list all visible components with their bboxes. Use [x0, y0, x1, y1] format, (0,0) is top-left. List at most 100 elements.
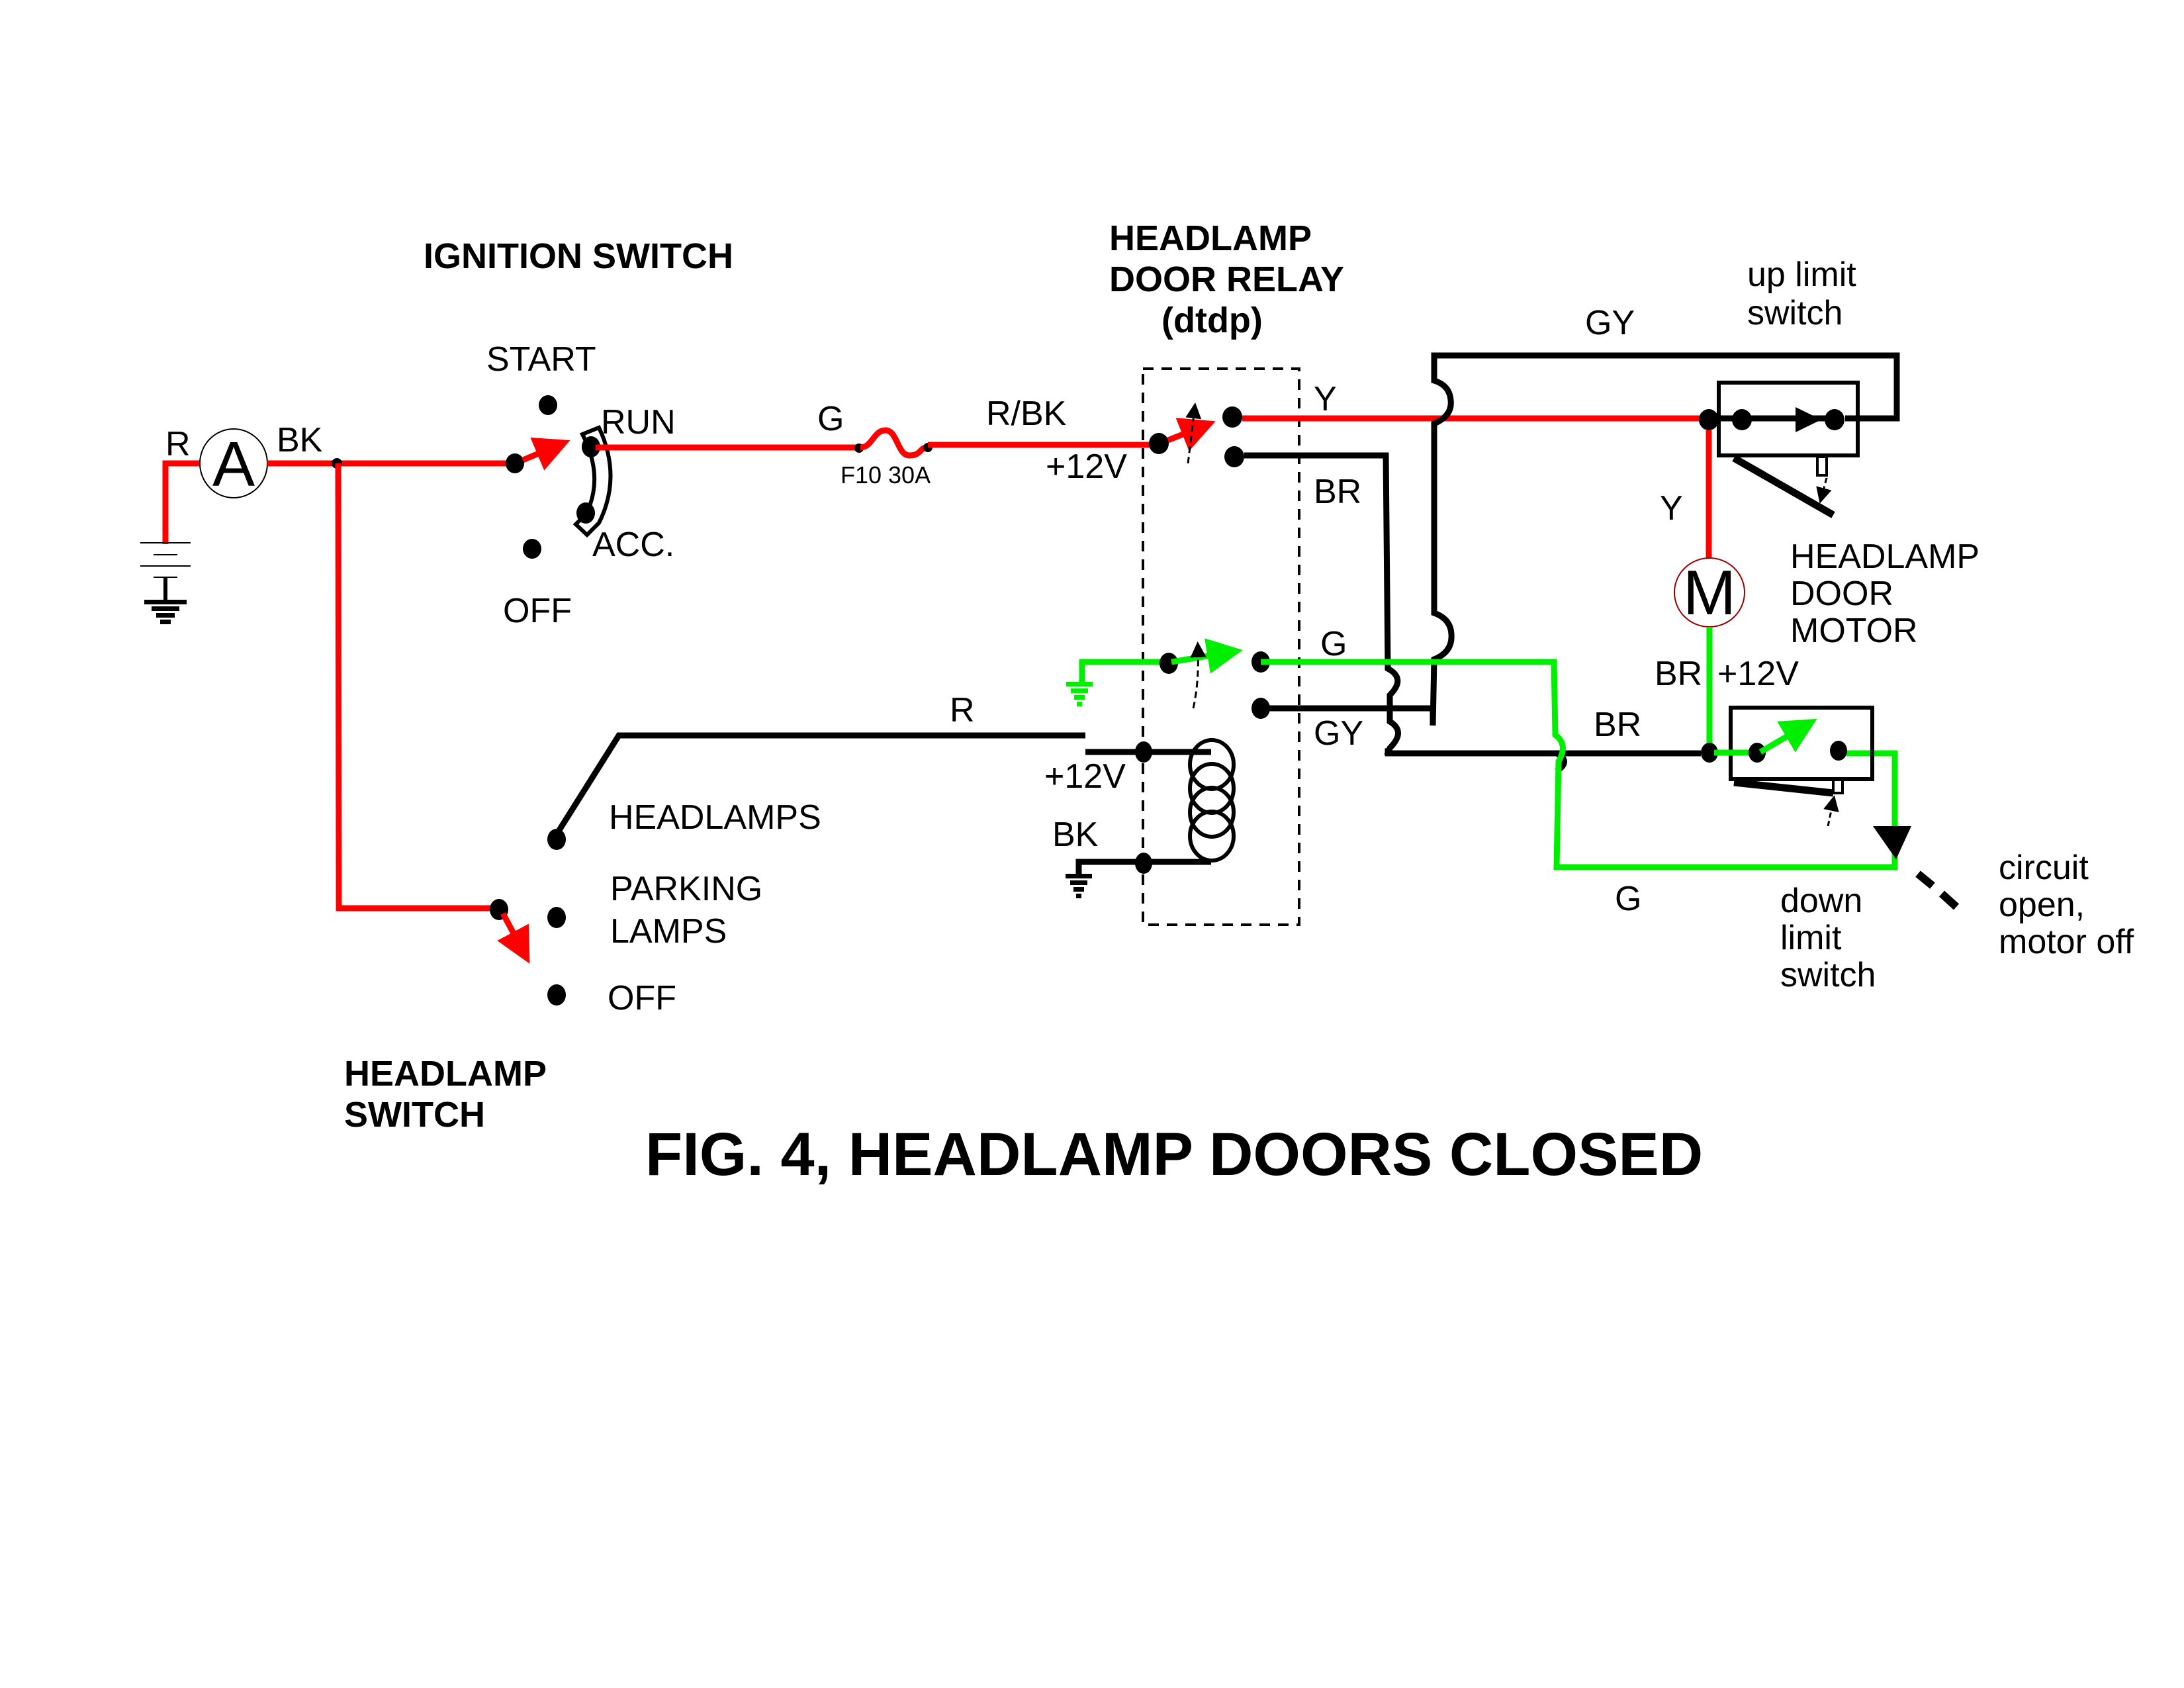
- headlamp-switch-arm: [497, 912, 530, 964]
- ignition-common-contact: [506, 453, 524, 473]
- up-limit-switch: up limit switch: [1699, 256, 1860, 518]
- headlamp-switch-to-coil-wire: [553, 732, 1085, 837]
- ignition-off-contact: [523, 539, 541, 559]
- headlamp-door-relay: HEADLAMP DOOR RELAY (dtdp): [1044, 218, 1344, 926]
- relay-pole1-common: [1149, 433, 1169, 454]
- relay-pole2-ground-wire: [1079, 659, 1165, 682]
- up-limit-contact-a: [1732, 409, 1752, 430]
- down-limit-label-line2: limit: [1780, 919, 1842, 957]
- up-limit-plunger: [1816, 455, 1828, 477]
- fuse-label: F10 30A: [841, 461, 931, 489]
- relay-pole2-nc-contact: [1251, 698, 1270, 719]
- fuse-out-wire-label: R/BK: [986, 395, 1067, 433]
- ignition-position-run: RUN: [601, 403, 676, 442]
- headlamp-switch-position-lamps: LAMPS: [610, 912, 727, 951]
- fuse-f10: F10 30A: [841, 427, 933, 489]
- down-limit-switch-body: [1729, 706, 1874, 781]
- motor-bottom-voltage-label: +12V: [1717, 655, 1799, 693]
- relay-g-wire-label: G: [1320, 625, 1347, 663]
- battery-ground-group: R A BK: [140, 421, 323, 624]
- up-limit-lever: [1732, 455, 1835, 518]
- relay-heading-line1: HEADLAMP: [1109, 218, 1312, 258]
- annotation-line3: motor off: [1999, 923, 2134, 961]
- relay-g-output-wire: [1261, 659, 1898, 870]
- relay-gy-output-wire: [1264, 705, 1436, 726]
- ammeter-icon: A: [199, 428, 268, 500]
- up-limit-label-line2: switch: [1747, 294, 1843, 332]
- ignition-output-wire-label: G: [817, 400, 844, 438]
- motor-bottom-wire-label: BR: [1655, 655, 1702, 693]
- relay-common-voltage-label: +12V: [1046, 447, 1127, 486]
- ignition-position-off: OFF: [503, 592, 572, 630]
- relay-heading-line3: (dtdp): [1161, 301, 1263, 340]
- relay-pole1-arm: [1167, 418, 1216, 451]
- br-bus-label: BR: [1594, 706, 1641, 744]
- motor-symbol: M: [1683, 557, 1736, 628]
- headlamp-switch: R HEADLAMPS PARKING LAMPS OFF HEADLAMP S…: [344, 691, 1085, 1135]
- ignition-wiper-arrow: [522, 437, 570, 471]
- up-limit-label-line1: up limit: [1747, 256, 1856, 294]
- coil-ground-label: BK: [1052, 816, 1099, 854]
- headlamp-switch-heading-line2: SWITCH: [344, 1095, 485, 1135]
- down-limit-lever: [1733, 778, 1834, 797]
- annotation-arrow-icon: [1873, 826, 1911, 859]
- battery-positive-wire: [162, 460, 200, 544]
- annotation-line2: open,: [1999, 886, 2085, 924]
- up-limit-contact-b: [1825, 409, 1844, 430]
- headlamp-switch-position-headlamps: HEADLAMPS: [609, 798, 821, 837]
- down-limit-switch: down limit switch: [1701, 706, 1876, 994]
- feed-to-headlamp-switch-wire: [335, 463, 498, 912]
- up-limit-arrow-icon: [1796, 407, 1821, 432]
- ignition-acc-run-bar: [572, 425, 613, 538]
- down-limit-contact-a: [1749, 743, 1766, 763]
- ammeter-symbol: A: [212, 429, 255, 500]
- down-limit-label-line3: switch: [1780, 956, 1876, 994]
- motor-label-line1: HEADLAMP: [1790, 538, 1979, 576]
- relay-pole2-arm: [1171, 638, 1243, 674]
- relay-pole2-common: [1160, 653, 1178, 674]
- coil-positive-terminal: [1135, 741, 1152, 763]
- relay-actuation-arrow-2: [1190, 641, 1206, 709]
- down-limit-plunger: [1832, 778, 1844, 794]
- ground-icon: [144, 577, 187, 624]
- down-limit-return-wire-label: G: [1615, 880, 1641, 918]
- ignition-position-start: START: [486, 340, 596, 379]
- relay-pole1-nc-contact: [1224, 446, 1244, 467]
- headlamp-switch-headlamps-contact: [547, 829, 566, 850]
- headlamp-switch-parking-contact: [547, 907, 566, 928]
- ignition-switch: IGNITION SWITCH START RUN ACC. OFF G: [424, 236, 858, 630]
- gy-wire-label: GY: [1585, 304, 1635, 342]
- relay-heading-line2: DOOR RELAY: [1109, 259, 1344, 299]
- up-limit-junction: [1699, 409, 1719, 430]
- relay-housing: [1142, 367, 1300, 926]
- ignition-start-contact: [539, 395, 557, 415]
- down-limit-arm-open: [1758, 718, 1817, 755]
- coil-ground-icon: [1066, 874, 1092, 898]
- coil-positive-label: +12V: [1044, 757, 1126, 796]
- gy-return-wire: [1430, 352, 1900, 726]
- down-limit-contact-b: [1830, 741, 1847, 761]
- down-limit-junction: [1701, 743, 1718, 763]
- annotation-line1: circuit: [1999, 849, 2089, 887]
- motor-label-line3: MOTOR: [1790, 612, 1918, 650]
- relay-coil-icon: [1188, 738, 1236, 863]
- motor-top-wire-label: Y: [1660, 489, 1683, 528]
- relay-pole1-no-contact: [1222, 406, 1242, 428]
- figure-title: FIG. 4, HEADLAMP DOORS CLOSED: [645, 1121, 1703, 1188]
- br-bus-wire: [1385, 749, 1701, 757]
- coil-feed-wire-label: R: [950, 691, 975, 729]
- headlamp-switch-position-off: OFF: [608, 979, 676, 1017]
- headlamp-switch-heading-line1: HEADLAMP: [344, 1054, 547, 1094]
- battery-wire-label: R: [165, 425, 191, 463]
- relay-br-wire-label: BR: [1314, 473, 1361, 511]
- relay-actuation-arrow: [1185, 402, 1202, 464]
- relay-pole2-ground-icon: [1066, 682, 1093, 706]
- coil-ground-terminal: [1135, 853, 1152, 874]
- ignition-switch-heading: IGNITION SWITCH: [424, 236, 733, 276]
- ammeter-out-label: BK: [277, 421, 323, 459]
- relay-gy-wire-label: GY: [1314, 714, 1363, 753]
- ignition-position-acc: ACC.: [592, 526, 674, 564]
- motor-label-line2: DOOR: [1790, 575, 1893, 613]
- relay-y-wire-label: Y: [1314, 380, 1337, 418]
